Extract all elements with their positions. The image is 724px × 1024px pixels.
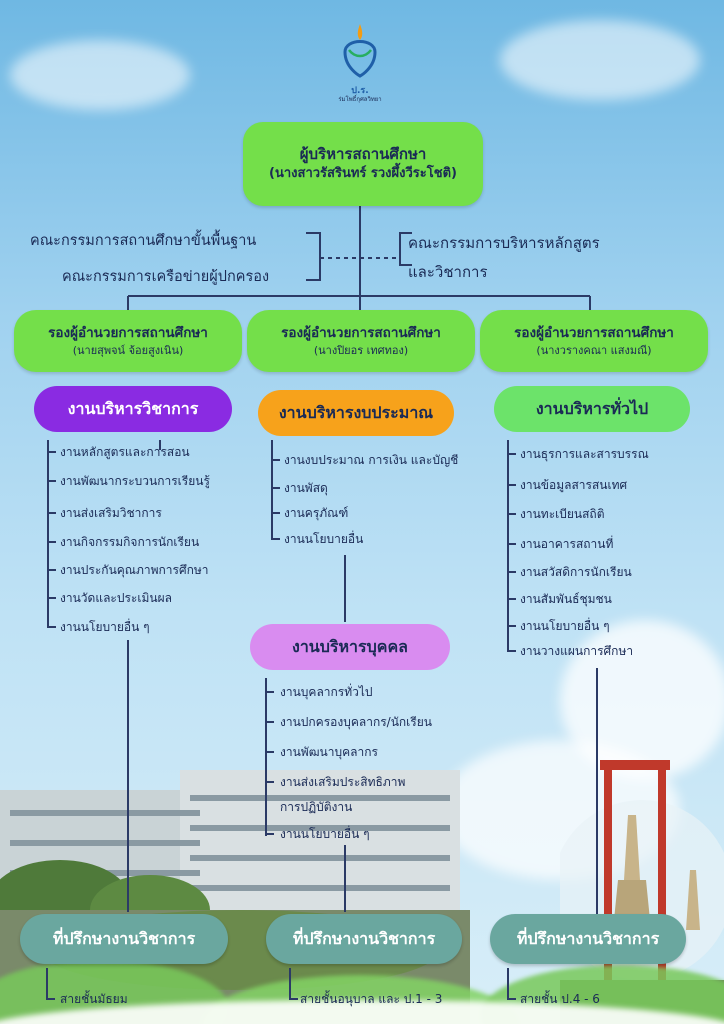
list-item: งานบุคลากรทั่วไป	[280, 685, 373, 699]
list-item: งานพัฒนากระบวนการเรียนรู้	[60, 474, 210, 488]
advisor-box-2: ที่ปรึกษางานวิชาการ	[266, 914, 462, 964]
list-item: งานธุรการและสารบรรณ	[520, 447, 649, 461]
dept-budget: งานบริหารงบประมาณ	[258, 390, 454, 436]
director-title: ผู้บริหารสถานศึกษา	[299, 145, 427, 163]
list-item: งานงบประมาณ การเงิน และบัญชี	[284, 453, 459, 467]
list-item: งานประกันคุณภาพการศึกษา	[60, 563, 209, 577]
deputy-box-2: รองผู้อำนวยการสถานศึกษา (นางปิยอร เทศทอง…	[247, 310, 475, 372]
director-name: (นางสาวรัสรินทร์ รวงผึ้งวีระโชติ)	[269, 166, 457, 181]
list-item: งานครุภัณฑ์	[284, 506, 349, 520]
list-item: งานพัสดุ	[284, 481, 328, 495]
committee-basic-education: คณะกรรมการสถานศึกษาขั้นพื้นฐาน	[30, 233, 257, 249]
advisor-level-1: สายชั้นมัธยม	[60, 992, 128, 1006]
deputy-box-1: รองผู้อำนวยการสถานศึกษา (นายสุพจน์ จ้อยส…	[14, 310, 242, 372]
list-item: การปฏิบัติงาน	[280, 800, 353, 814]
list-item: งานนโยบายอื่น ๆ	[520, 619, 610, 633]
list-item: งานนโยบายอื่น ๆ	[60, 620, 150, 634]
list-item: งานส่งเสริมวิชาการ	[60, 506, 162, 520]
list-item: งานวางแผนการศึกษา	[520, 644, 634, 658]
school-emblem-icon	[343, 24, 377, 78]
logo-caption: ร่มโพธิ์กุศลวิทยา	[338, 96, 382, 103]
school-logo: ป.ร. ร่มโพธิ์กุศลวิทยา	[330, 22, 390, 104]
list-item: งานวัดและประเมินผล	[60, 591, 172, 605]
list-item: งานส่งเสริมประสิทธิภาพ	[280, 775, 406, 789]
list-item: งานพัฒนาบุคลากร	[280, 745, 378, 759]
deputy-box-3: รองผู้อำนวยการสถานศึกษา (นางวรางคณา แสงม…	[480, 310, 708, 372]
committee-curriculum-cont: และวิชาการ	[408, 263, 488, 281]
list-item: งานอาคารสถานที่	[520, 537, 614, 551]
cloud	[10, 40, 190, 110]
list-item: งานนโยบายอื่น	[284, 532, 364, 546]
dept-general: งานบริหารทั่วไป	[494, 386, 690, 432]
advisor-level-3: สายชั้น ป.4 - 6	[520, 992, 600, 1006]
deputy-name: (นายสุพจน์ จ้อยสูงเนิน)	[72, 344, 184, 357]
cloud	[500, 20, 700, 100]
list-item: งานนโยบายอื่น ๆ	[280, 827, 370, 841]
advisor-box-1: ที่ปรึกษางานวิชาการ	[20, 914, 228, 964]
committee-curriculum: คณะกรรมการบริหารหลักสูตร	[408, 234, 600, 252]
deputy-name: (นางวรางคณา แสงมณี)	[536, 344, 652, 357]
dept-personnel: งานบริหารบุคคล	[250, 624, 450, 670]
list-item: งานหลักสูตรและการสอน	[60, 445, 190, 459]
list-item: งานข้อมูลสารสนเทศ	[520, 478, 628, 492]
deputy-name: (นางปิยอร เทศทอง)	[313, 344, 409, 357]
list-item: งานปกครองบุคลากร/นักเรียน	[280, 715, 432, 729]
logo-mark-text: ป.ร.	[351, 86, 369, 96]
director-box: ผู้บริหารสถานศึกษา (นางสาวรัสรินทร์ รวงผ…	[243, 122, 483, 206]
committee-parent-network: คณะกรรมการเครือข่ายผู้ปกครอง	[62, 269, 270, 285]
list-item: งานทะเบียนสถิติ	[520, 507, 605, 521]
deputy-title: รองผู้อำนวยการสถานศึกษา	[514, 325, 674, 341]
list-item: งานกิจกรรมกิจการนักเรียน	[60, 535, 200, 549]
list-item: งานสัมพันธ์ชุมชน	[520, 592, 612, 606]
advisor-level-2: สายชั้นอนุบาล และ ป.1 - 3	[300, 992, 443, 1006]
dept-academic: งานบริหารวิชาการ	[34, 386, 232, 432]
deputy-title: รองผู้อำนวยการสถานศึกษา	[48, 325, 208, 341]
list-item: งานสวัสดิการนักเรียน	[520, 565, 632, 579]
deputy-title: รองผู้อำนวยการสถานศึกษา	[281, 325, 441, 341]
advisor-box-3: ที่ปรึกษางานวิชาการ	[490, 914, 686, 964]
